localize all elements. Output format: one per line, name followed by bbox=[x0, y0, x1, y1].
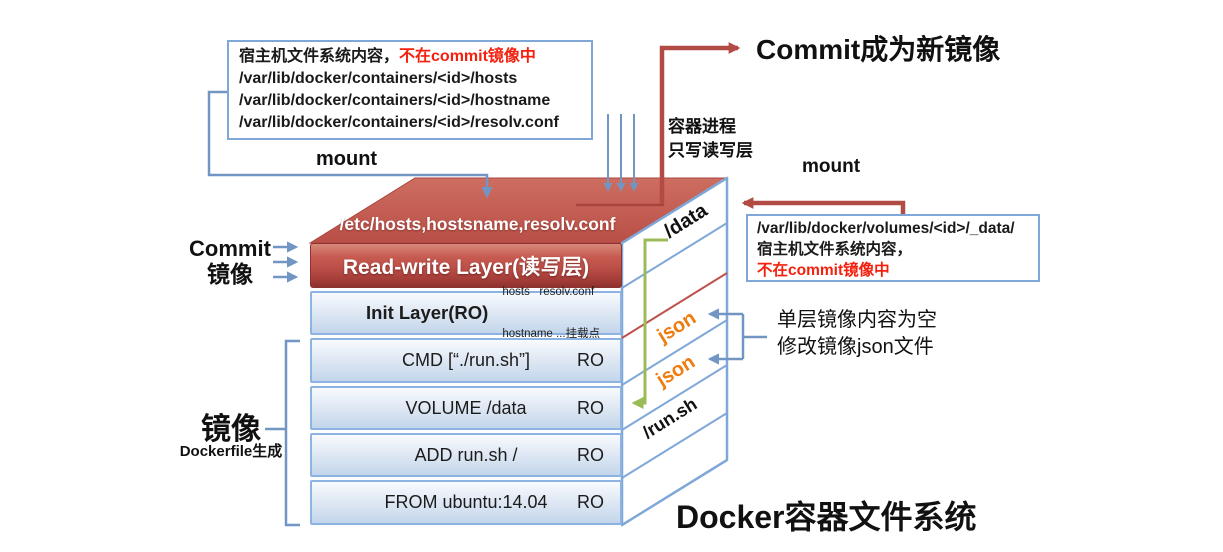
layer-init-label: Init Layer(RO) bbox=[366, 302, 489, 323]
init-note-line2: hostname ...挂载点 bbox=[502, 328, 601, 340]
container-write-arrows bbox=[603, 114, 639, 192]
container-process-line2: 只写读写层 bbox=[668, 141, 753, 160]
layer-read-write: Read-write Layer(读写层) bbox=[310, 243, 622, 288]
topface-label: /etc/hosts,hostsname,resolv.conf bbox=[339, 214, 616, 234]
mount-left-label: mount bbox=[316, 148, 378, 170]
commit-image-line2: 镜像 bbox=[207, 261, 253, 287]
volume-not-in-commit: 不在commit镜像中 bbox=[757, 262, 890, 279]
single-layer-annotation: 单层镜像内容为空 修改镜像json文件 bbox=[777, 307, 937, 361]
side-face-layer-lines bbox=[621, 222, 728, 479]
mount-right-label: mount bbox=[802, 156, 861, 177]
commit-new-image-label: Commit成为新镜像 bbox=[756, 34, 1001, 65]
layer-cmd-label: CMD [“./run.sh”] bbox=[401, 350, 530, 370]
volume-path: /var/lib/docker/volumes/<id>/_data/ bbox=[757, 220, 1015, 237]
layer-from-label: FROM ubuntu:14.04 bbox=[384, 492, 548, 512]
layer-volume-ro: RO bbox=[577, 397, 604, 418]
init-note-line1: hosts resolv.conf bbox=[502, 286, 595, 298]
layer-volume-label: VOLUME /data bbox=[405, 397, 527, 418]
host-path-hosts: /var/lib/docker/containers/<id>/hosts bbox=[239, 70, 518, 87]
layer-add-ro: RO bbox=[577, 444, 604, 465]
container-process-label: 容器进程 只写读写层 bbox=[668, 115, 753, 163]
layer-read-write-label: Read-write Layer(读写层) bbox=[342, 255, 590, 279]
layer-cmd-ro: RO bbox=[577, 350, 604, 370]
commit-new-image-arrow bbox=[659, 42, 741, 204]
mount-right-arrow bbox=[741, 197, 906, 215]
host-box-not-in-commit: 不在commit镜像中 bbox=[399, 48, 536, 65]
layer-add-label: ADD run.sh / bbox=[414, 444, 518, 465]
data-volume-green-arrow bbox=[631, 238, 668, 409]
container-process-line1: 容器进程 bbox=[668, 117, 736, 136]
host-path-resolvconf: /var/lib/docker/containers/<id>/resolv.c… bbox=[239, 114, 559, 131]
host-box-intro: 宿主机文件系统内容， bbox=[239, 48, 400, 65]
dockerfile-label: Dockerfile生成 bbox=[179, 443, 283, 460]
volume-box-line2: 宿主机文件系统内容， bbox=[757, 241, 913, 258]
mount-left-arrow bbox=[207, 90, 493, 199]
host-path-hostname: /var/lib/docker/containers/<id>/hostname bbox=[239, 92, 551, 109]
single-layer-line1: 单层镜像内容为空 bbox=[777, 309, 937, 331]
layer-init-notes: hosts resolv.conf hostname ...挂载点 bbox=[502, 257, 600, 369]
host-files-box: 宿主机文件系统内容，不在commit镜像中 /var/lib/docker/co… bbox=[227, 40, 593, 140]
commit-image-line1: Commit bbox=[189, 236, 271, 261]
json-annotation-arrows bbox=[707, 308, 767, 365]
volume-box: /var/lib/docker/volumes/<id>/_data/ 宿主机文… bbox=[746, 214, 1040, 282]
layer-from-ro: RO bbox=[577, 492, 604, 512]
layer-add: ADD run.sh / RO bbox=[310, 433, 622, 477]
single-layer-line2: 修改镜像json文件 bbox=[777, 336, 934, 358]
layer-from: FROM ubuntu:14.04 RO bbox=[310, 480, 622, 525]
image-layers-bracket bbox=[265, 339, 300, 527]
commit-image-arrows bbox=[273, 241, 299, 283]
commit-image-label: Commit 镜像 bbox=[188, 236, 272, 286]
image-label: 镜像 bbox=[201, 413, 261, 446]
host-box-line1: 宿主机文件系统内容，不在commit镜像中 bbox=[239, 46, 581, 68]
layer-cmd: CMD [“./run.sh”] RO bbox=[310, 338, 622, 383]
layer-volume: VOLUME /data RO bbox=[310, 386, 622, 430]
layer-init: Init Layer(RO) hosts resolv.conf hostnam… bbox=[310, 286, 622, 340]
diagram-title: Docker容器文件系统 bbox=[676, 499, 977, 535]
